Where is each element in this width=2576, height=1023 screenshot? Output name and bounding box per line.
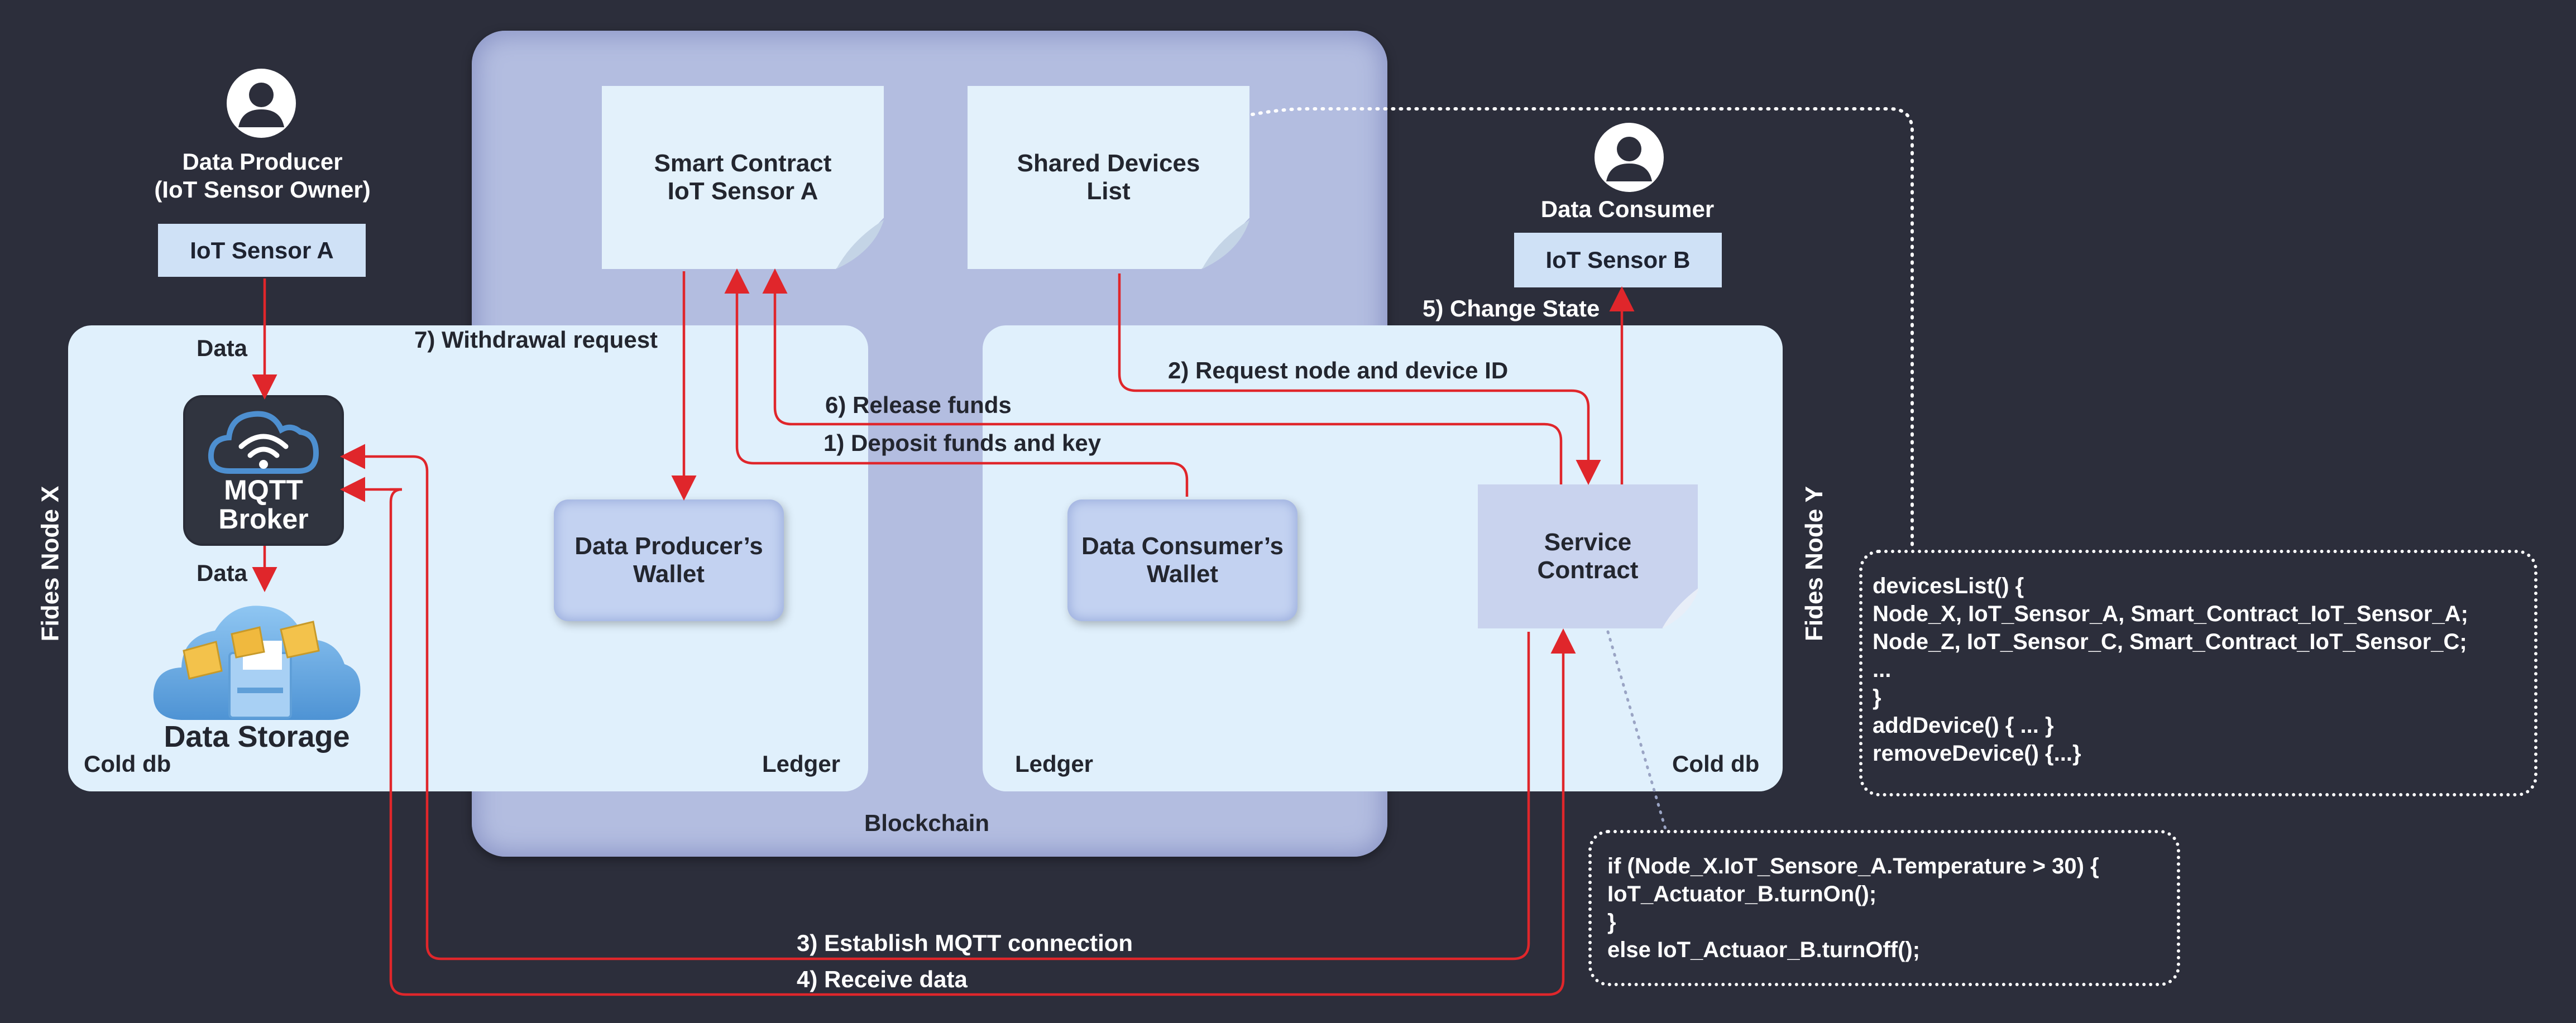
rule-code-line3: } [1607,910,1616,934]
devices-code-line7: removeDevice() {...} [1873,741,2081,766]
consumer-title: Data Consumer [1540,196,1715,222]
deposit-arrow [724,268,1189,497]
rule-code-box: if (Node_X.IoT_Sensore_A.Temperature > 3… [1588,830,2180,986]
devices-code-line4: ... [1873,657,1892,682]
service-contract-document[interactable]: Service Contract [1478,484,1698,628]
shared-devices-line2: List [1086,177,1131,205]
devices-code-line3: Node_Z, IoT_Sensor_C, Smart_Contract_IoT… [1873,630,2467,654]
consumer-wallet-line2: Wallet [1147,560,1218,588]
devices-list-code-box: devicesList() { Node_X, IoT_Sensor_A, Sm… [1859,550,2537,796]
data-storage-icon [153,606,361,720]
release-label: 6) Release funds [825,392,1012,418]
release-arrow [762,268,1563,484]
node-x-cold-db-label: Cold db [84,751,171,777]
cloud-wifi-icon [208,411,319,474]
service-code-connector [1606,630,1668,834]
change-state-label: 5) Change State [1423,295,1600,321]
service-contract-line2: Contract [1537,556,1639,584]
node-y-ledger-label: Ledger [1015,751,1094,777]
blockchain-label: Blockchain [864,810,990,836]
rule-code-line4: else IoT_Actuaor_B.turnOff(); [1607,938,1921,962]
shared-devices-line1: Shared Devices [1017,150,1200,177]
iot-sensor-b[interactable]: IoT Sensor B [1514,233,1722,287]
mqtt-broker[interactable]: MQTT Broker [185,397,342,544]
producer-wallet-line2: Wallet [633,560,705,588]
receive-label: 4) Receive data [797,966,968,992]
devices-code-line2: Node_X, IoT_Sensor_A, Smart_Contract_IoT… [1873,602,2468,626]
iot-sensor-a[interactable]: IoT Sensor A [158,224,366,277]
producer-title-line1: Data Producer [182,148,343,175]
establish-arrow [340,444,1530,960]
data-out-label: Data [197,560,248,586]
smart-contract-document[interactable]: Smart Contract IoT Sensor A [602,86,884,269]
smart-contract-line2: IoT Sensor A [667,177,818,205]
data-producer-avatar-icon [227,69,296,138]
smart-contract-page-curl-icon [836,220,884,269]
data-consumer-avatar-icon [1595,123,1664,192]
data-in-label: Data [197,335,248,361]
data-storage-label: Data Storage [164,720,350,753]
service-contract-line1: Service [1544,529,1632,556]
receive-arrow [389,488,1576,996]
request-arrow [1118,273,1601,485]
service-contract-page-curl-icon [1662,588,1699,628]
node-x-ledger-label: Ledger [762,751,841,777]
broker-line2: Broker [218,503,309,535]
rule-code-line1: if (Node_X.IoT_Sensore_A.Temperature > 3… [1607,854,2099,878]
withdrawal-label: 7) Withdrawal request [414,326,658,353]
rule-code-line2: IoT_Actuator_B.turnOn(); [1607,882,1877,906]
broker-line1: MQTT [224,474,303,506]
node-y-cold-db-label: Cold db [1672,751,1760,777]
establish-label: 3) Establish MQTT connection [797,930,1133,956]
consumer-wallet-line1: Data Consumer’s [1081,532,1284,560]
devices-code-line5: } [1873,685,1881,710]
shared-devices-page-curl-icon [1202,220,1249,269]
producer-title-line2: (IoT Sensor Owner) [154,176,371,203]
request-label: 2) Request node and device ID [1168,357,1509,383]
shared-list-code-connector [1251,107,1914,551]
data-producer-wallet[interactable]: Data Producer’s Wallet [554,500,784,621]
devices-code-line6: addDevice() { ... } [1873,713,2054,738]
devices-code-line1: devicesList() { [1873,574,2024,598]
producer-wallet-line1: Data Producer’s [574,532,763,560]
shared-devices-document[interactable]: Shared Devices List [968,86,1249,269]
smart-contract-line1: Smart Contract [654,150,832,177]
data-consumer-wallet[interactable]: Data Consumer’s Wallet [1067,500,1297,621]
deposit-label: 1) Deposit funds and key [823,430,1102,456]
